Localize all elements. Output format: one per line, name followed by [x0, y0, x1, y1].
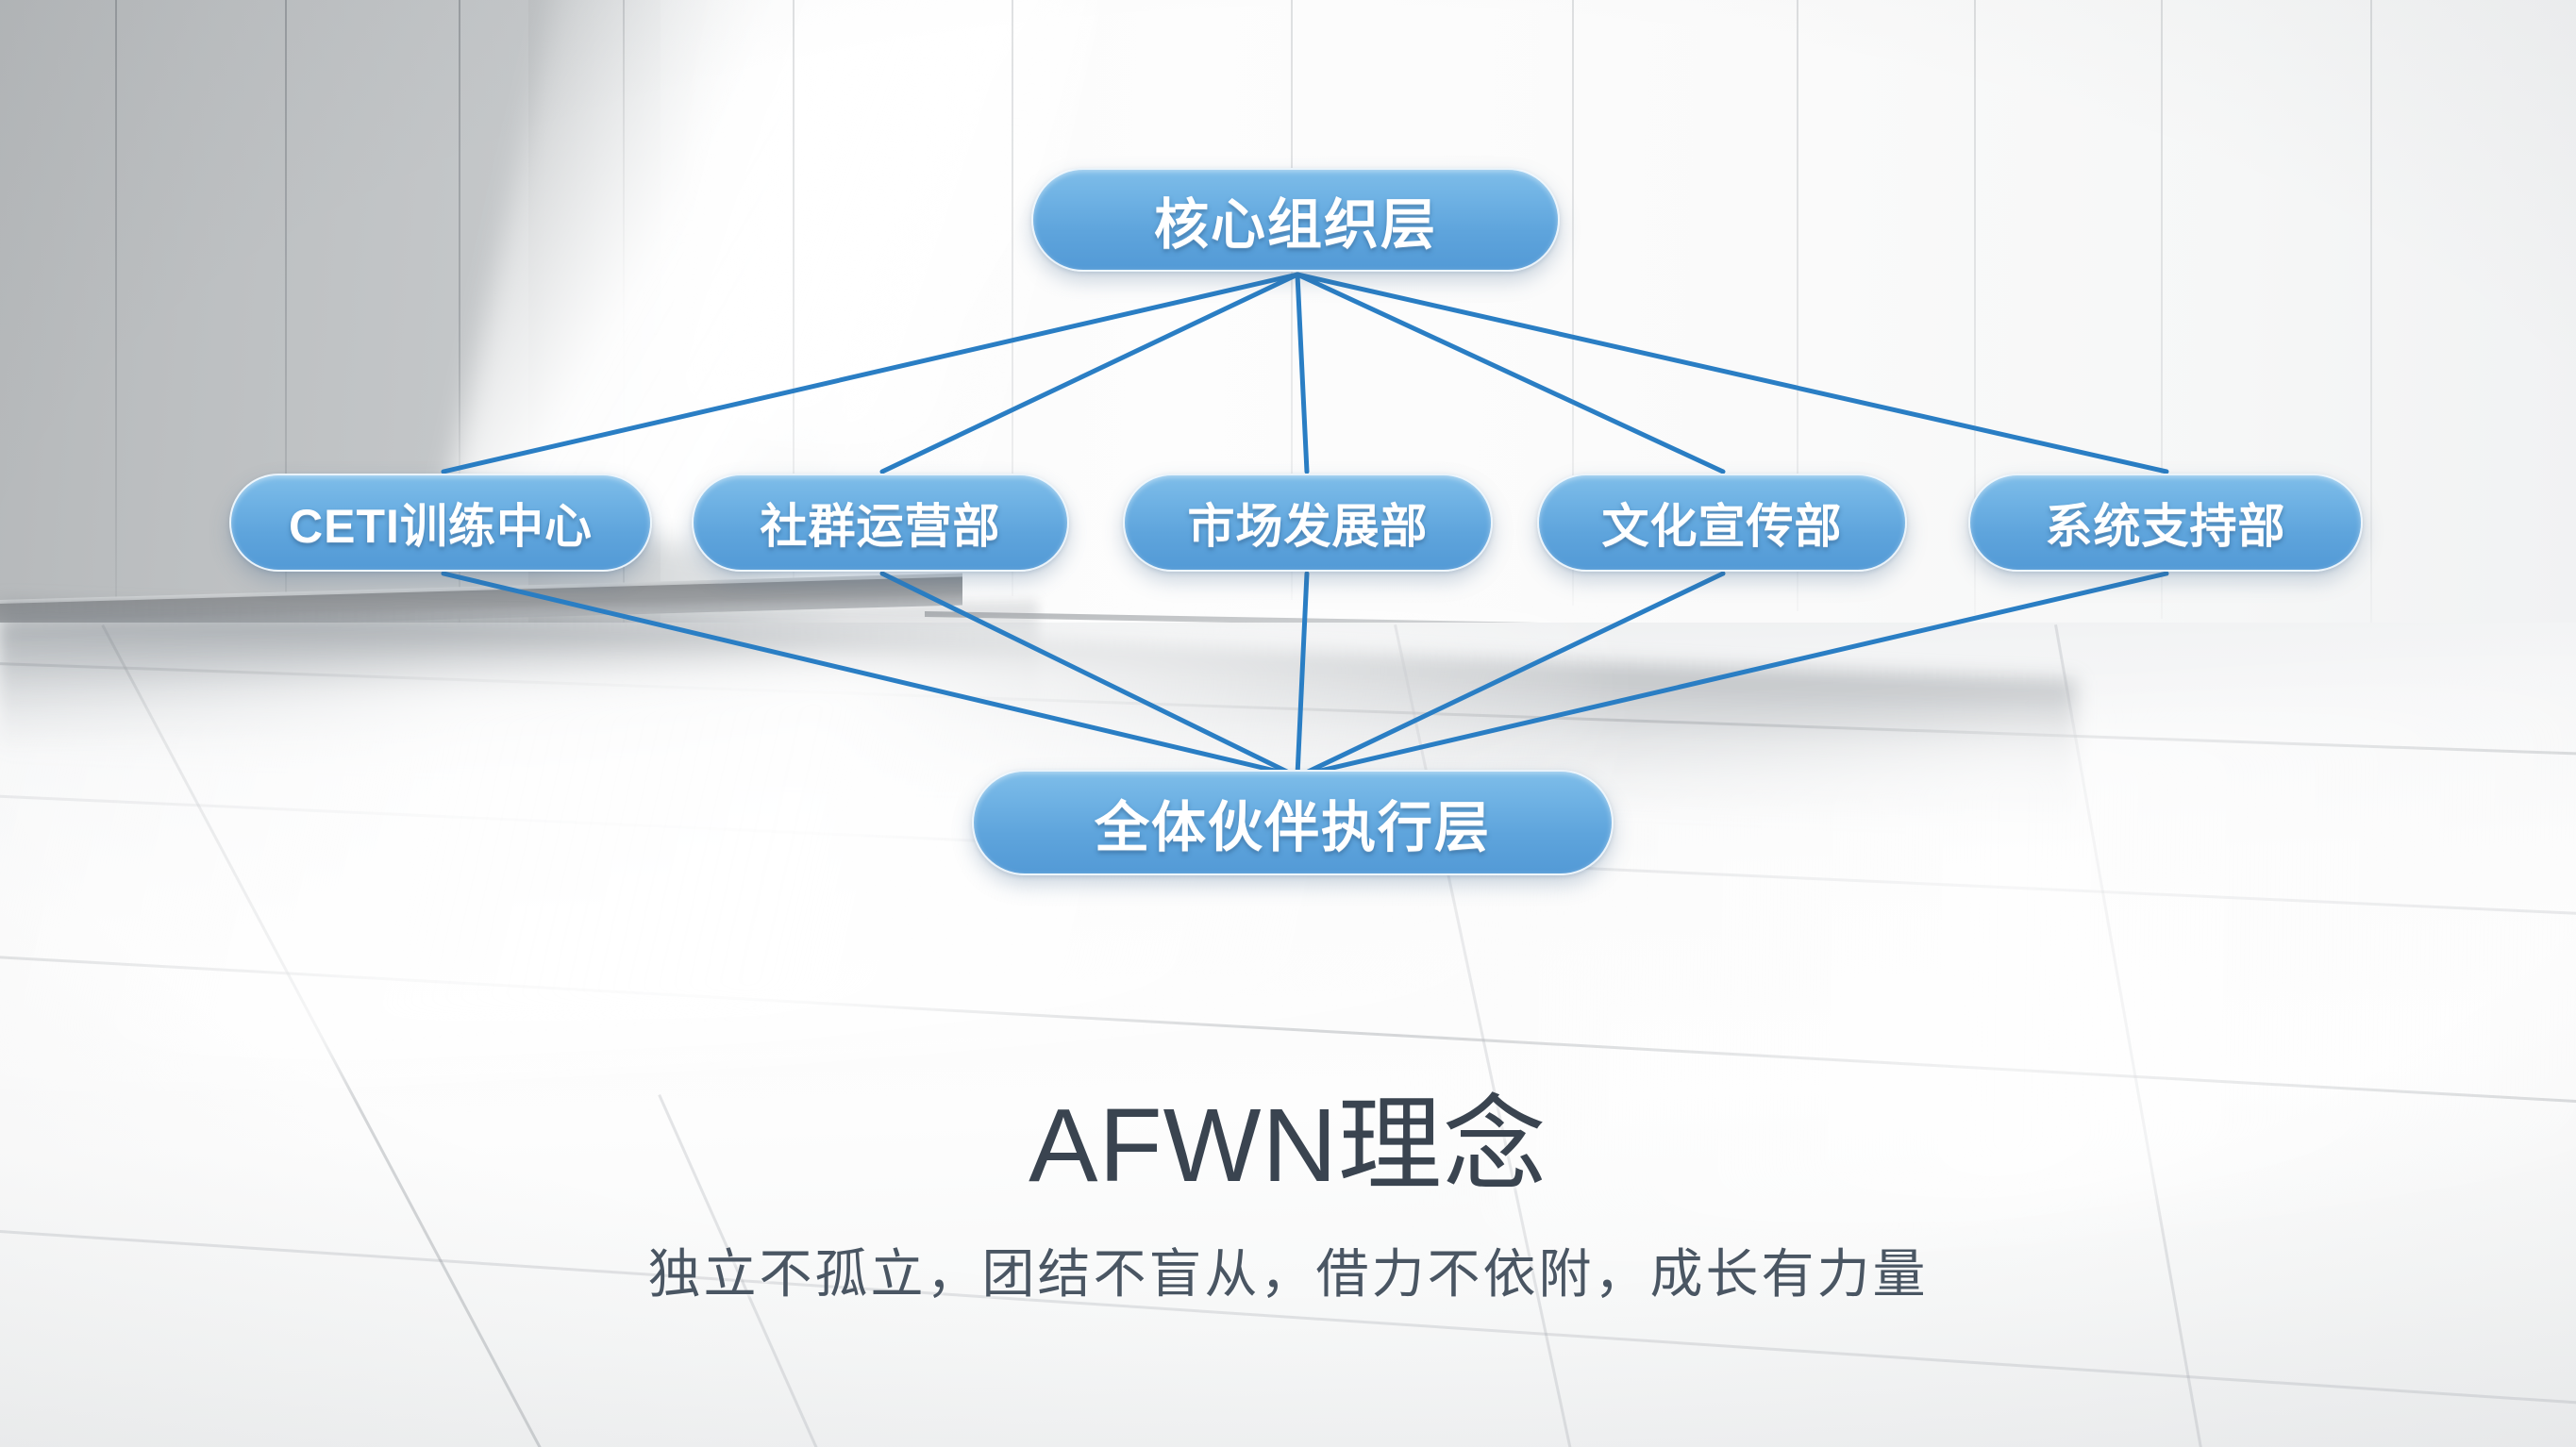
- wall-seam: [1974, 0, 1976, 615]
- node-core-organization-layer[interactable]: 核心组织层: [1031, 168, 1560, 272]
- wall-seam: [793, 0, 795, 604]
- node-ceti-training-center[interactable]: CETI训练中心: [229, 474, 652, 572]
- wall-seam: [285, 0, 287, 623]
- link-d4-to-exec: [1297, 571, 1726, 778]
- link-d1-to-exec: [441, 571, 1297, 778]
- wall-seam: [115, 0, 117, 621]
- brand-title: AFWN理念: [1029, 1088, 1547, 1204]
- node-system-support-dept[interactable]: 系统支持部: [1968, 474, 2363, 572]
- node-culture-publicity-dept[interactable]: 文化宣传部: [1537, 474, 1907, 572]
- wall-seam: [1797, 0, 1798, 611]
- wall-seam: [2161, 0, 2163, 619]
- link-core-to-d1: [441, 272, 1300, 474]
- link-core-to-d3: [1295, 272, 1310, 474]
- node-all-partners-execution-layer[interactable]: 全体伙伴执行层: [972, 770, 1614, 875]
- link-core-to-d5: [1295, 272, 2169, 474]
- brand-slogan: 独立不孤立，团结不盲从，借力不依附，成长有力量: [647, 1243, 1929, 1304]
- node-market-development-dept[interactable]: 市场发展部: [1123, 474, 1493, 572]
- footer-block: AFWN理念 独立不孤立，团结不盲从，借力不依附，成长有力量: [0, 1085, 2576, 1308]
- link-d3-to-exec: [1295, 571, 1310, 778]
- wall-seam: [2370, 0, 2372, 623]
- wall-seam: [459, 0, 460, 626]
- wall-seam: [1012, 0, 1013, 596]
- node-community-operations-dept[interactable]: 社群运营部: [692, 474, 1069, 572]
- link-d5-to-exec: [1297, 571, 2169, 778]
- wall-seam: [1572, 0, 1574, 606]
- link-core-to-d2: [879, 272, 1300, 474]
- link-d2-to-exec: [879, 571, 1297, 778]
- wall-seam: [1291, 0, 1293, 600]
- link-core-to-d4: [1295, 272, 1726, 474]
